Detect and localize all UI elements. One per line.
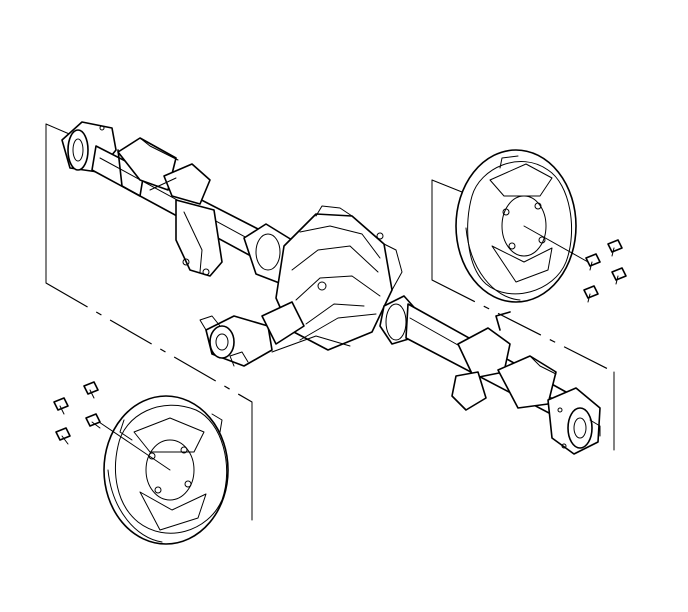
left-brake-backing-plate	[103, 395, 229, 545]
right-reference-plane	[431, 179, 615, 451]
differential-carrier	[199, 205, 403, 367]
bolt	[83, 381, 99, 399]
left-bolt-axis-line	[95, 419, 171, 471]
right-backing-plate-bolts	[583, 239, 627, 303]
left-backing-plate-bolts	[53, 381, 101, 445]
bolt	[583, 285, 599, 303]
bolt	[55, 427, 71, 445]
bolt	[585, 253, 601, 271]
axle-housing-left-tube	[61, 121, 263, 277]
bolt	[85, 413, 101, 429]
right-brake-backing-plate	[455, 149, 577, 303]
bolt	[611, 267, 627, 285]
right-bolt-axis-line	[523, 225, 589, 263]
bolt	[607, 239, 623, 257]
bolt	[53, 397, 69, 415]
axle-housing-right-tube	[379, 295, 601, 455]
